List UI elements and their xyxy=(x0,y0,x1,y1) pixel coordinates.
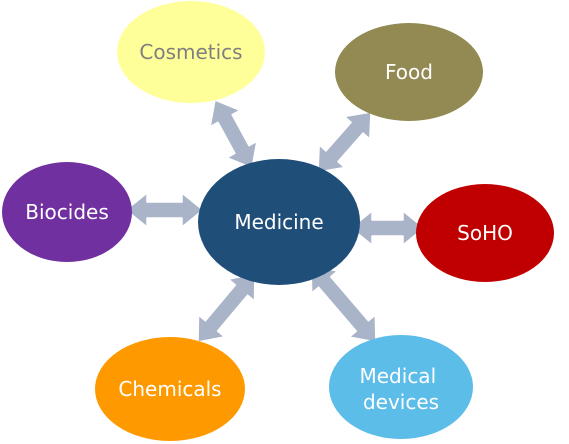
node-medical-devices-label-line-1: Medical xyxy=(360,364,437,388)
arrow-soho xyxy=(350,210,425,246)
node-chemicals-label: Chemicals xyxy=(118,377,221,401)
node-chemicals-ellipse xyxy=(95,337,245,441)
node-biocides-label: Biocides xyxy=(25,200,109,224)
node-cosmetics-label: Cosmetics xyxy=(139,40,242,64)
node-food-label: Food xyxy=(385,60,433,84)
arrow-food xyxy=(317,111,372,173)
arrow-cosmetics xyxy=(209,99,258,169)
node-food: Food xyxy=(335,23,483,121)
node-cosmetics: Cosmetics xyxy=(117,1,265,103)
node-soho-label: SoHO xyxy=(457,221,513,245)
arrow-chemicals xyxy=(197,273,256,343)
node-soho-ellipse xyxy=(416,184,554,282)
node-biocides-ellipse xyxy=(2,162,132,262)
node-medicine-label: Medicine xyxy=(234,210,323,234)
node-medical-devices-label-line-2: devices xyxy=(363,390,439,414)
node-medicine-ellipse xyxy=(198,159,360,285)
arrows-layer xyxy=(125,99,425,343)
arrow-medical-devices xyxy=(310,265,377,343)
node-cosmetics-ellipse xyxy=(117,1,265,103)
node-food-ellipse xyxy=(335,23,483,121)
node-chemicals: Chemicals xyxy=(95,337,245,441)
node-medical-devices: Medical devices xyxy=(329,335,473,439)
node-medical-devices-label: Medical devices xyxy=(360,364,443,414)
node-soho: SoHO xyxy=(416,184,554,282)
node-biocides: Biocides xyxy=(2,162,132,262)
node-medical-devices-ellipse xyxy=(329,335,473,439)
node-medicine: Medicine xyxy=(198,159,360,285)
arrow-biocides xyxy=(125,192,204,228)
